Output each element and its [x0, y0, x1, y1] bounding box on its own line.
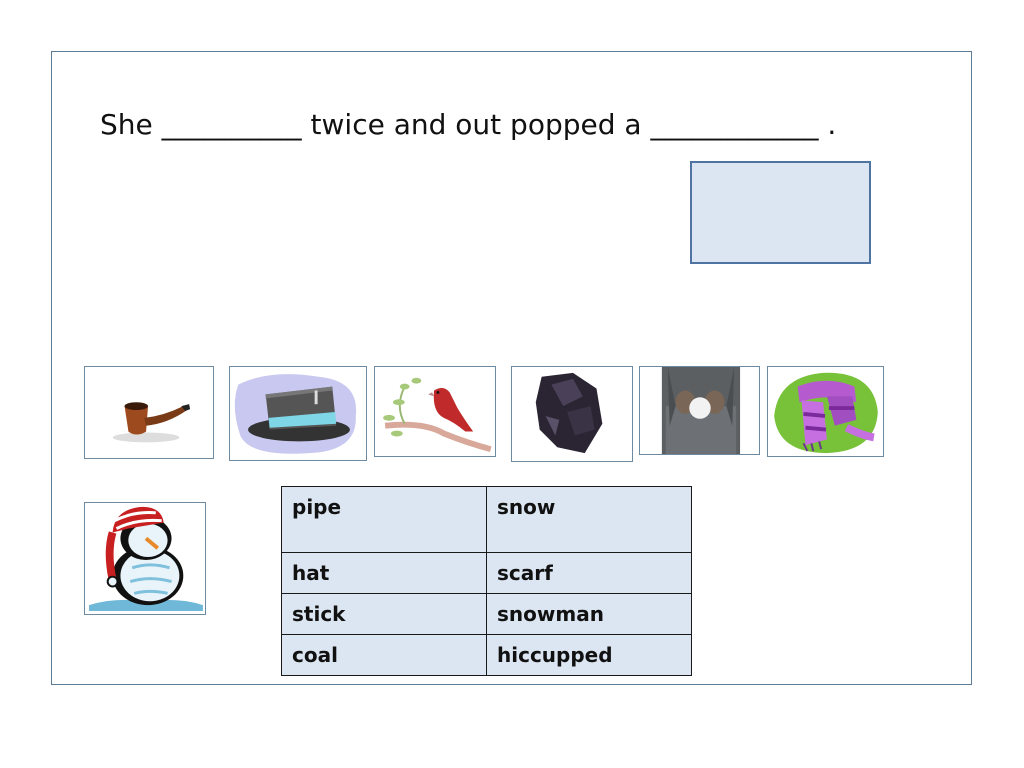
coal-icon	[535, 372, 603, 454]
word-cell[interactable]: pipe	[281, 486, 487, 553]
word-cell[interactable]: coal	[281, 634, 487, 676]
answer-drop-box[interactable]	[690, 161, 871, 264]
word-bank-table: pipe snow hat scarf stick snowman coal h…	[281, 486, 692, 676]
word-cell[interactable]: stick	[281, 593, 487, 635]
table-row: pipe snow	[281, 486, 692, 553]
pipe-icon	[112, 402, 191, 443]
sentence-text: She __________ twice and out popped a __…	[100, 108, 837, 141]
scarf-picture[interactable]	[767, 366, 884, 457]
top-hat-picture[interactable]	[229, 366, 367, 461]
table-row: stick snowman	[281, 593, 692, 635]
pipe-picture[interactable]	[84, 366, 214, 459]
bird-icon	[383, 377, 492, 452]
word-cell[interactable]: snow	[486, 486, 692, 553]
table-row: coal hiccupped	[281, 634, 692, 676]
snowman-icon	[89, 506, 203, 612]
word-cell[interactable]: scarf	[486, 552, 692, 594]
bird-picture[interactable]	[374, 366, 496, 457]
word-cell[interactable]: hiccupped	[486, 634, 692, 676]
snowball-icon	[661, 367, 741, 454]
table-row: hat scarf	[281, 552, 692, 594]
snowman-picture[interactable]	[84, 502, 206, 615]
word-cell[interactable]: hat	[281, 552, 487, 594]
coal-picture[interactable]	[511, 366, 633, 462]
top-hat-icon	[234, 374, 357, 454]
snowball-picture[interactable]	[639, 366, 760, 455]
word-cell[interactable]: snowman	[486, 593, 692, 635]
scarf-icon	[774, 372, 878, 454]
